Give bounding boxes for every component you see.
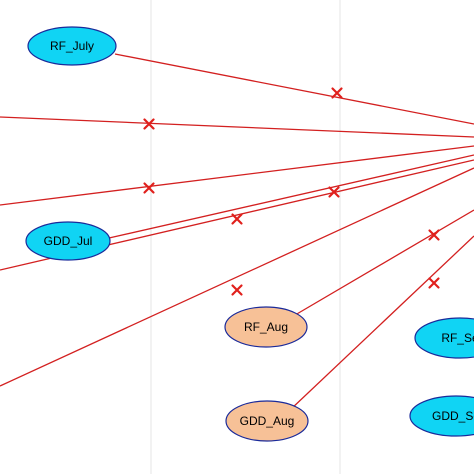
node-gdd-sep[interactable]: GDD_Se	[409, 395, 474, 437]
edge-line-3	[0, 145, 474, 206]
edge-line-7	[289, 209, 474, 319]
node-label: RF_Se	[441, 331, 474, 345]
node-gdd-aug[interactable]: GDD_Aug	[225, 400, 309, 442]
node-label: RF_July	[50, 39, 94, 53]
node-label: GDD_Se	[432, 409, 474, 423]
node-rf-sep[interactable]: RF_Se	[414, 317, 474, 359]
node-rf-july[interactable]: RF_July	[27, 26, 117, 66]
node-label: GDD_Aug	[240, 414, 295, 428]
node-ellipse	[225, 400, 309, 442]
cross-icon-6	[231, 284, 243, 296]
cross-icon-8	[428, 277, 440, 289]
cross-icon-2	[143, 118, 155, 130]
edge-line-8	[289, 235, 474, 411]
edge-line-1	[114, 53, 474, 125]
edge-line-6	[0, 167, 474, 387]
cross-icon-1	[331, 87, 343, 99]
cross-icon-3	[143, 182, 155, 194]
edge-line-2	[0, 116, 474, 138]
node-ellipse	[224, 306, 308, 348]
node-ellipse	[414, 317, 474, 359]
cross-icon-4	[328, 186, 340, 198]
node-rf-aug[interactable]: RF_Aug	[224, 306, 308, 348]
node-gdd-jul[interactable]: GDD_Jul	[25, 221, 111, 261]
node-label: RF_Aug	[244, 320, 288, 334]
cross-icon-7	[428, 229, 440, 241]
node-ellipse	[27, 26, 117, 66]
node-label: GDD_Jul	[44, 234, 93, 248]
node-ellipse	[409, 395, 474, 437]
node-ellipse	[25, 221, 111, 261]
cross-icon-5	[231, 213, 243, 225]
edge-line-4	[108, 154, 474, 239]
